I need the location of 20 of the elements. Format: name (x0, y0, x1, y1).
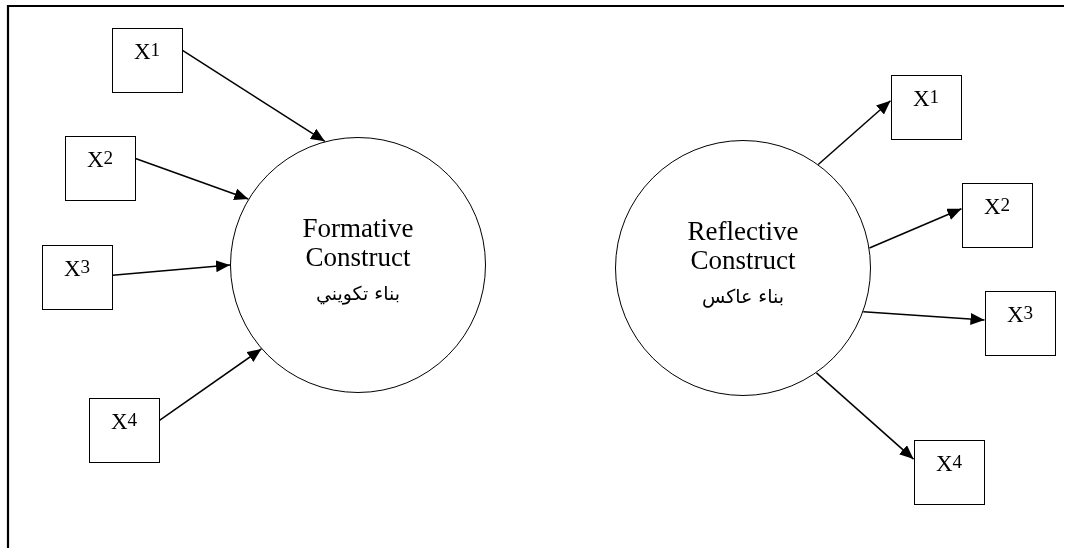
indicator-box: X$^{2}$ (64, 135, 136, 201)
arrow (815, 372, 915, 460)
construct-label: بناء تكويني (315, 282, 401, 304)
indicator-box: X$^{3}$ (41, 244, 113, 310)
arrow (817, 100, 892, 166)
arrow (111, 260, 231, 276)
indicator-box: X$^{3}$ (984, 290, 1056, 356)
indicator-box: X$^{4}$ (88, 397, 160, 463)
construct-label: Formative Construct (301, 214, 415, 272)
arrow (158, 348, 263, 422)
construct-label: بناء عاكس (701, 285, 785, 307)
construct-label: Reflective Construct (686, 217, 800, 275)
arrow (862, 311, 986, 325)
arrow (868, 208, 963, 249)
indicator-box: X$^{1}$ (890, 74, 962, 140)
indicator-box: X$^{4}$ (913, 439, 985, 505)
arrow (134, 157, 250, 200)
indicator-box: X$^{1}$ (111, 27, 183, 93)
indicator-box: X$^{2}$ (961, 182, 1033, 248)
arrow (181, 49, 326, 143)
